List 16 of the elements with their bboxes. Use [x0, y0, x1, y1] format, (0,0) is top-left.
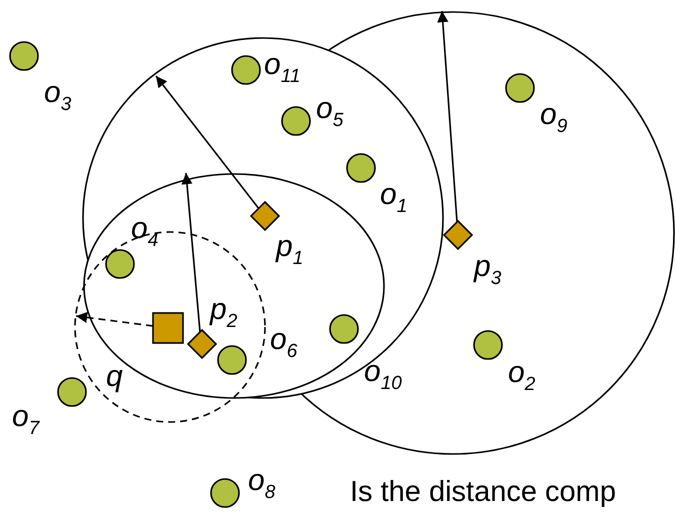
point-label: o$_{2}$ — [508, 358, 536, 388]
point-label: o$_{6}$ — [270, 325, 298, 355]
point-label: o$_{7}$ — [12, 402, 40, 432]
question-text: Is the distance comp — [350, 476, 616, 508]
point-label: q — [106, 362, 123, 392]
point-label: o$_{5}$ — [316, 94, 344, 124]
point-label: p$_{2}$ — [210, 295, 238, 325]
point-label: p$_{3}$ — [474, 252, 502, 282]
point-label: p$_{1}$ — [276, 232, 304, 262]
point-label: o$_{10}$ — [364, 357, 402, 387]
point-label: o$_{9}$ — [540, 100, 568, 130]
point-label: o$_{4}$ — [131, 214, 158, 244]
point-label: o$_{1}$ — [380, 180, 408, 210]
point-label: o$_{3}$ — [44, 78, 72, 108]
point-label: o$_{8}$ — [248, 466, 276, 496]
point-label: o$_{11}$ — [264, 50, 300, 80]
